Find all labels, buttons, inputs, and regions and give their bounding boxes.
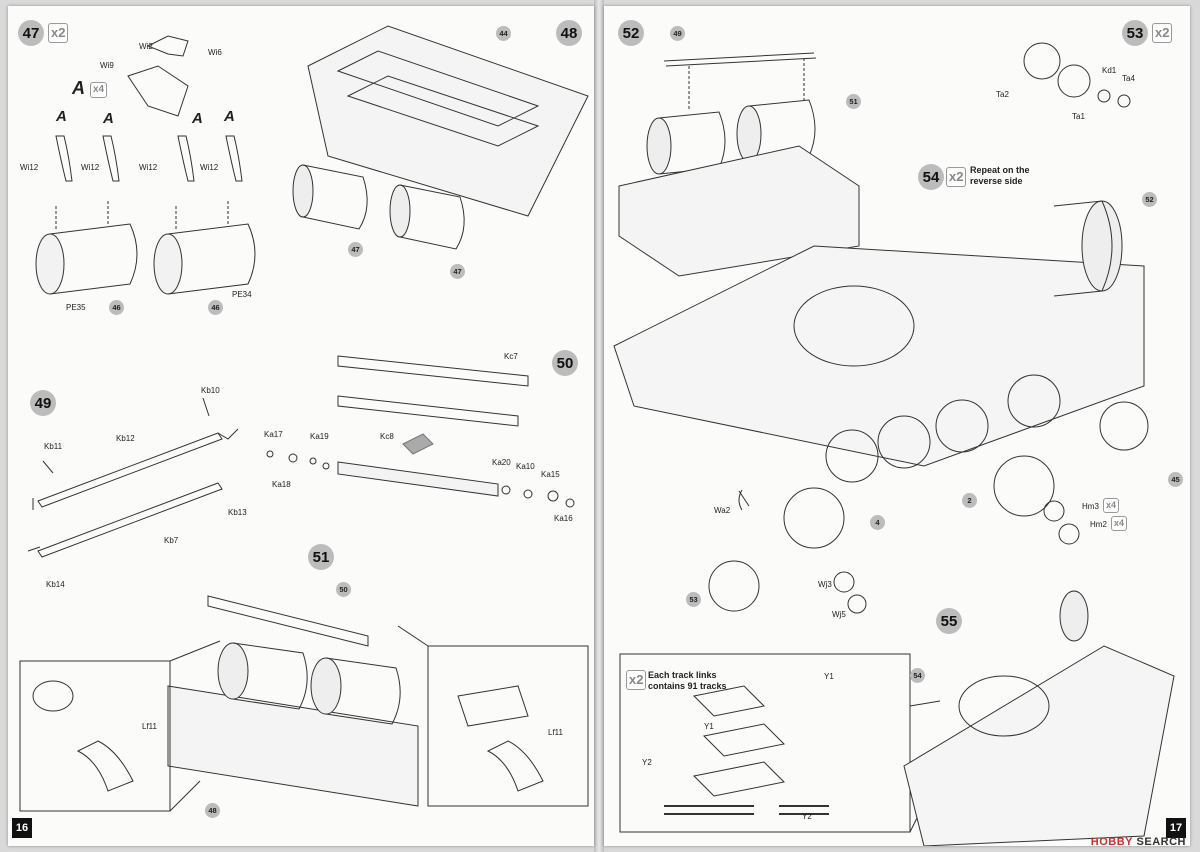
subassembly-marker-3: A [192, 110, 203, 127]
callout-45: 45 [1168, 472, 1183, 487]
part-label-lf11-left: Lf11 [142, 722, 157, 731]
part-label-ta2: Ta2 [996, 90, 1009, 99]
callout-51: 51 [846, 94, 861, 109]
part-label-ta4: Ta4 [1122, 74, 1135, 83]
part-label-ka19: Ka19 [310, 432, 329, 441]
watermark-brand2: SEARCH [1136, 836, 1186, 848]
callout-53: 53 [686, 592, 701, 607]
part-label-kb14: Kb14 [46, 580, 65, 589]
subassembly-multiplier: x4 [90, 82, 108, 98]
step-54-note: Repeat on the reverse side [970, 165, 1030, 186]
part-label-kc7: Kc7 [504, 352, 518, 361]
track-note-multiplier: x2 [626, 670, 647, 690]
step-52-badge: 52 [618, 20, 644, 46]
part-hm3-multiplier: x4 [1103, 498, 1120, 513]
bracket-group-left [55, 135, 243, 182]
callout-47-a: 47 [348, 242, 363, 257]
part-label-wi12-c: Wi12 [139, 163, 158, 172]
callout-54: 54 [910, 668, 925, 683]
part-label-kb13: Kb13 [228, 508, 247, 517]
part-label-kc8: Kc8 [380, 432, 394, 441]
part-label-kb7: Kb7 [164, 536, 179, 545]
part-label-kb10: Kb10 [201, 386, 220, 395]
step-47-badge: 47 [18, 20, 44, 46]
right-page: 52 53 x2 54 x2 Repeat on the reverse sid… [604, 6, 1190, 846]
left-page-illustrations [19, 25, 589, 812]
step-47-multiplier: x2 [48, 23, 69, 43]
callout-46-a: 46 [109, 300, 124, 315]
callout-50: 50 [336, 582, 351, 597]
step-53-multiplier: x2 [1152, 23, 1173, 43]
part-label-wi12-b: Wi12 [81, 163, 100, 172]
callout-44: 44 [496, 26, 511, 41]
part-label-ka18: Ka18 [272, 480, 291, 489]
part-label-ka15: Ka15 [541, 470, 560, 479]
step-50-badge: 50 [552, 350, 578, 376]
track-note-text: Each track links contains 91 tracks [648, 670, 727, 691]
step-51-badge: 51 [308, 544, 334, 570]
part-label-wi2: Wi2 [139, 42, 153, 51]
part-label-wj5: Wj5 [832, 610, 846, 619]
part-label-ka16: Ka16 [554, 514, 573, 523]
part-label-wj3: Wj3 [818, 580, 832, 589]
part-label-hm3: Hm3 [1082, 502, 1099, 511]
subassembly-marker-2: A [103, 110, 114, 127]
callout-47-b: 47 [450, 264, 465, 279]
part-label-y1-b: Y1 [704, 722, 714, 731]
part-label-wi12-d: Wi12 [200, 163, 219, 172]
page-number-right: 17 [1166, 818, 1186, 838]
step-55-badge: 55 [936, 608, 962, 634]
part-label-ka17: Ka17 [264, 430, 283, 439]
watermark: HOBBY SEARCH [1091, 836, 1186, 848]
part-label-y1-a: Y1 [824, 672, 834, 681]
part-label-kb12: Kb12 [116, 434, 135, 443]
step-53-badge: 53 [1122, 20, 1148, 46]
book-spine [594, 0, 604, 852]
step-49-badge: 49 [30, 390, 56, 416]
part-label-y2-a: Y2 [642, 758, 652, 767]
part-label-kd1: Kd1 [1102, 66, 1117, 75]
part-label-pe35: PE35 [66, 303, 86, 312]
callout-48: 48 [205, 803, 220, 818]
callout-46-b: 46 [208, 300, 223, 315]
part-label-hm2: Hm2 [1090, 520, 1107, 529]
part-label-ka20: Ka20 [492, 458, 511, 467]
part-label-wa2: Wa2 [714, 506, 731, 515]
subassembly-letter: A [72, 78, 85, 98]
part-label-wi6: Wi6 [208, 48, 222, 57]
step-48-badge: 48 [556, 20, 582, 46]
part-label-wi9: Wi9 [100, 61, 114, 70]
step-54-multiplier: x2 [946, 167, 967, 187]
part-hm2-multiplier: x4 [1111, 516, 1128, 531]
step-54-badge: 54 [918, 164, 944, 190]
callout-49: 49 [670, 26, 685, 41]
page-number-left: 16 [12, 818, 32, 838]
part-label-pe34: PE34 [232, 290, 252, 299]
callout-4: 4 [870, 515, 885, 530]
right-page-illustrations [613, 42, 1175, 846]
part-label-ka10: Ka10 [516, 462, 535, 471]
callout-52: 52 [1142, 192, 1157, 207]
part-label-ta1: Ta1 [1072, 112, 1085, 121]
subassembly-marker-4: A [224, 108, 235, 125]
part-label-lf11-right: Lf11 [548, 728, 563, 737]
part-label-wi12-a: Wi12 [20, 163, 39, 172]
watermark-brand: HOBBY [1090, 836, 1133, 848]
part-label-kb11: Kb11 [44, 442, 63, 451]
part-label-y2-b: Y2 [802, 812, 812, 821]
callout-2: 2 [962, 493, 977, 508]
subassembly-marker-1: A [56, 108, 67, 125]
left-page: 47 x2 48 49 50 51 A x4 A A A A Wi2 Wi6 W… [8, 6, 594, 846]
